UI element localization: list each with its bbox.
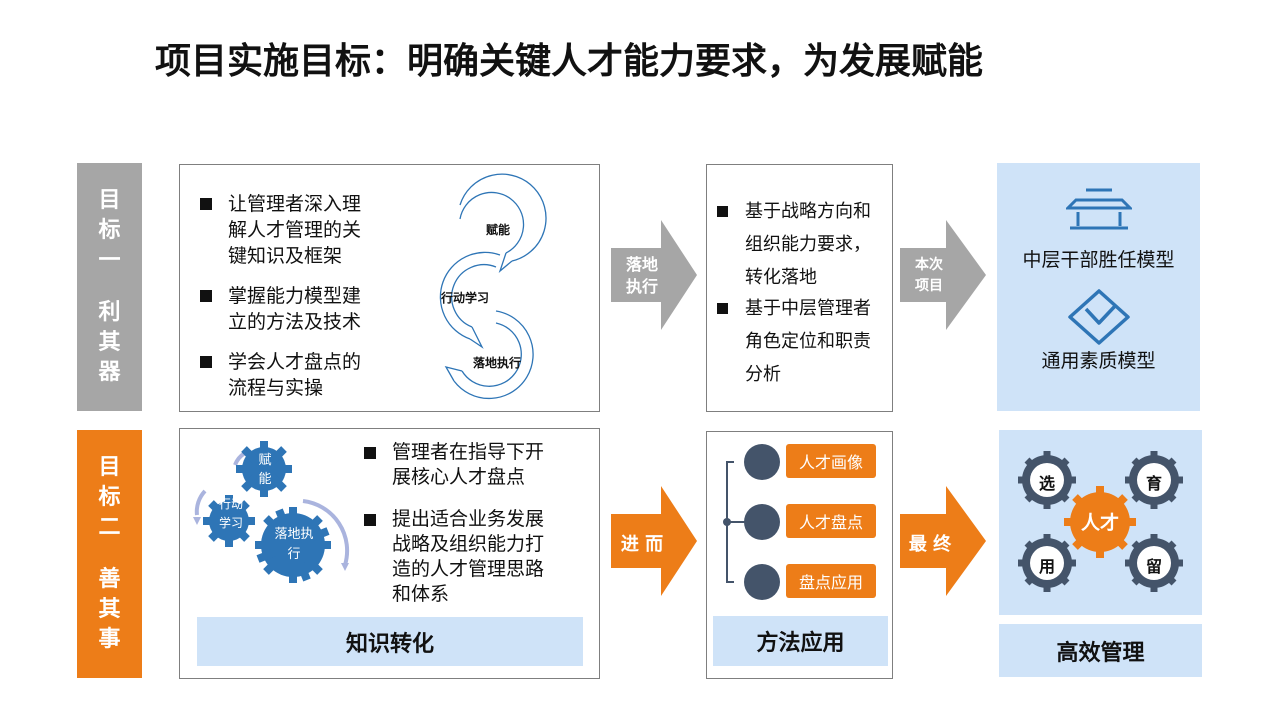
bullet-square: [200, 198, 212, 210]
arrow-label: 落地 执行: [625, 255, 658, 296]
bullet-item: 基于战略方向和 组织能力要求， 转化落地: [717, 195, 871, 294]
building-icon: [1066, 188, 1132, 230]
model-label-competency: 中层干部胜任模型: [1022, 249, 1175, 271]
goal-one-char: 目: [98, 188, 121, 213]
basis-box: 基于战略方向和 组织能力要求， 转化落地 基于中层管理者 角色定位和职责 分析: [706, 164, 893, 412]
page-title: 项目实施目标：明确关键人才能力要求，为发展赋能: [155, 41, 984, 82]
arrow-label: 本次 项目: [915, 257, 943, 294]
cycle-diagram: [439, 173, 547, 400]
arrow-shape: [900, 220, 986, 330]
center-talent-label: 人才: [1080, 512, 1119, 534]
method-talent-review: 人才盘点: [786, 504, 876, 538]
bullet-square: [200, 356, 212, 368]
bullet-item: 管理者在指导下开 展核心人才盘点: [364, 440, 544, 490]
caption-knowledge-transformation: 知识转化: [197, 617, 583, 666]
arrow-shape: [900, 486, 986, 596]
gear-label-empower: 赋 能: [258, 453, 272, 487]
goal-one-char: 利: [98, 300, 121, 325]
arrow-shape: [611, 220, 697, 330]
goal-two-char: 其: [98, 597, 121, 622]
gear-label-select: 选: [1038, 474, 1055, 493]
gear-label-develop: 育: [1145, 474, 1162, 493]
bullet-square: [364, 514, 376, 526]
tree-connector: [723, 461, 747, 583]
gear-label-retain: 留: [1145, 557, 1162, 576]
cycle-label-action-learning: 行动学习: [441, 291, 490, 305]
talent-gears-icon: [1018, 451, 1183, 592]
goal-one-char: 器: [98, 360, 121, 385]
bullet-text: 基于中层管理者 角色定位和职责 分析: [745, 298, 871, 385]
goal-two-char: 善: [98, 567, 121, 592]
bullet-text: 管理者在指导下开 展核心人才盘点: [392, 441, 545, 488]
goal-one-char: 其: [98, 330, 121, 355]
goal-one-char: 标: [98, 218, 121, 243]
arrow-label: 进 而: [620, 534, 664, 555]
bullet-square: [200, 290, 212, 302]
arrow-thereby: 进 而: [611, 486, 697, 596]
bullet-item: 提出适合业务发展 战略及组织能力打 造的人才管理思路 和体系: [364, 507, 544, 607]
goal-two-char: 标: [98, 485, 121, 510]
goal-two-char: 目: [98, 455, 121, 480]
magnifier-doc-icon: [744, 444, 780, 480]
bullet-square: [717, 303, 728, 314]
bullet-text: 学会人才盘点的 流程与实操: [228, 351, 362, 399]
caption-efficient-management: 高效管理: [999, 624, 1202, 677]
bullet-item: 掌握能力模型建 立的方法及技术: [200, 283, 361, 335]
gear-label-action-learning: 行动 学习: [218, 497, 243, 530]
models-box: 中层干部胜任模型 通用素质模型: [997, 163, 1200, 411]
gears-icon: [193, 441, 350, 583]
goal-two-char: 事: [98, 627, 121, 652]
arrow-label: 最 终: [908, 534, 952, 555]
magnifier-doc-icon: [744, 564, 780, 600]
bullet-text: 提出适合业务发展 战略及组织能力打 造的人才管理思路 和体系: [392, 508, 545, 605]
methods-box: 人才画像 人才盘点 盘点应用 方法应用: [706, 431, 893, 679]
diamond-icon: [1068, 289, 1130, 345]
arrow-finally: 最 终: [900, 486, 986, 596]
method-review-application: 盘点应用: [786, 564, 876, 598]
cycle-label-empower: 赋能: [486, 223, 511, 237]
bullet-item: 让管理者深入理 解人才管理的关 键知识及框架: [200, 191, 361, 269]
bullet-text: 让管理者深入理 解人才管理的关 键知识及框架: [228, 193, 362, 267]
goal-two-char: 二: [98, 515, 121, 540]
magnifier-doc-icon: [744, 504, 780, 540]
gear-label-execution: 落地执 行: [274, 527, 314, 562]
management-box: 人才 选 育 用 留: [999, 430, 1202, 615]
model-label-general: 通用素质模型: [1041, 350, 1156, 372]
arrow-this-project: 本次 项目: [900, 220, 986, 330]
bullet-text: 基于战略方向和 组织能力要求， 转化落地: [745, 201, 871, 288]
goal-two-label: 目 标 二 善 其 事: [77, 430, 142, 678]
learning-goals-box: 让管理者深入理 解人才管理的关 键知识及框架 掌握能力模型建 立的方法及技术 学…: [179, 164, 600, 412]
cycle-label-execution: 落地执行: [473, 356, 522, 370]
knowledge-box: 赋 能 行动 学习 落地执 行 管理者在指导下开 展核心人才盘点 提出适合业务发…: [179, 428, 600, 679]
bullet-square: [717, 206, 728, 217]
bullet-item: 学会人才盘点的 流程与实操: [200, 349, 361, 401]
goal-one-label: 目 标 一 利 其 器: [77, 163, 142, 411]
bullet-square: [364, 447, 376, 459]
caption-method-application: 方法应用: [713, 616, 888, 666]
gear-label-use: 用: [1038, 557, 1055, 576]
bullet-text: 掌握能力模型建 立的方法及技术: [228, 285, 362, 333]
arrow-shape: [611, 486, 697, 596]
goal-one-char: 一: [98, 248, 121, 273]
bullet-item: 基于中层管理者 角色定位和职责 分析: [717, 292, 871, 391]
arrow-execute: 落地 执行: [611, 220, 697, 330]
method-talent-profile: 人才画像: [786, 444, 876, 478]
